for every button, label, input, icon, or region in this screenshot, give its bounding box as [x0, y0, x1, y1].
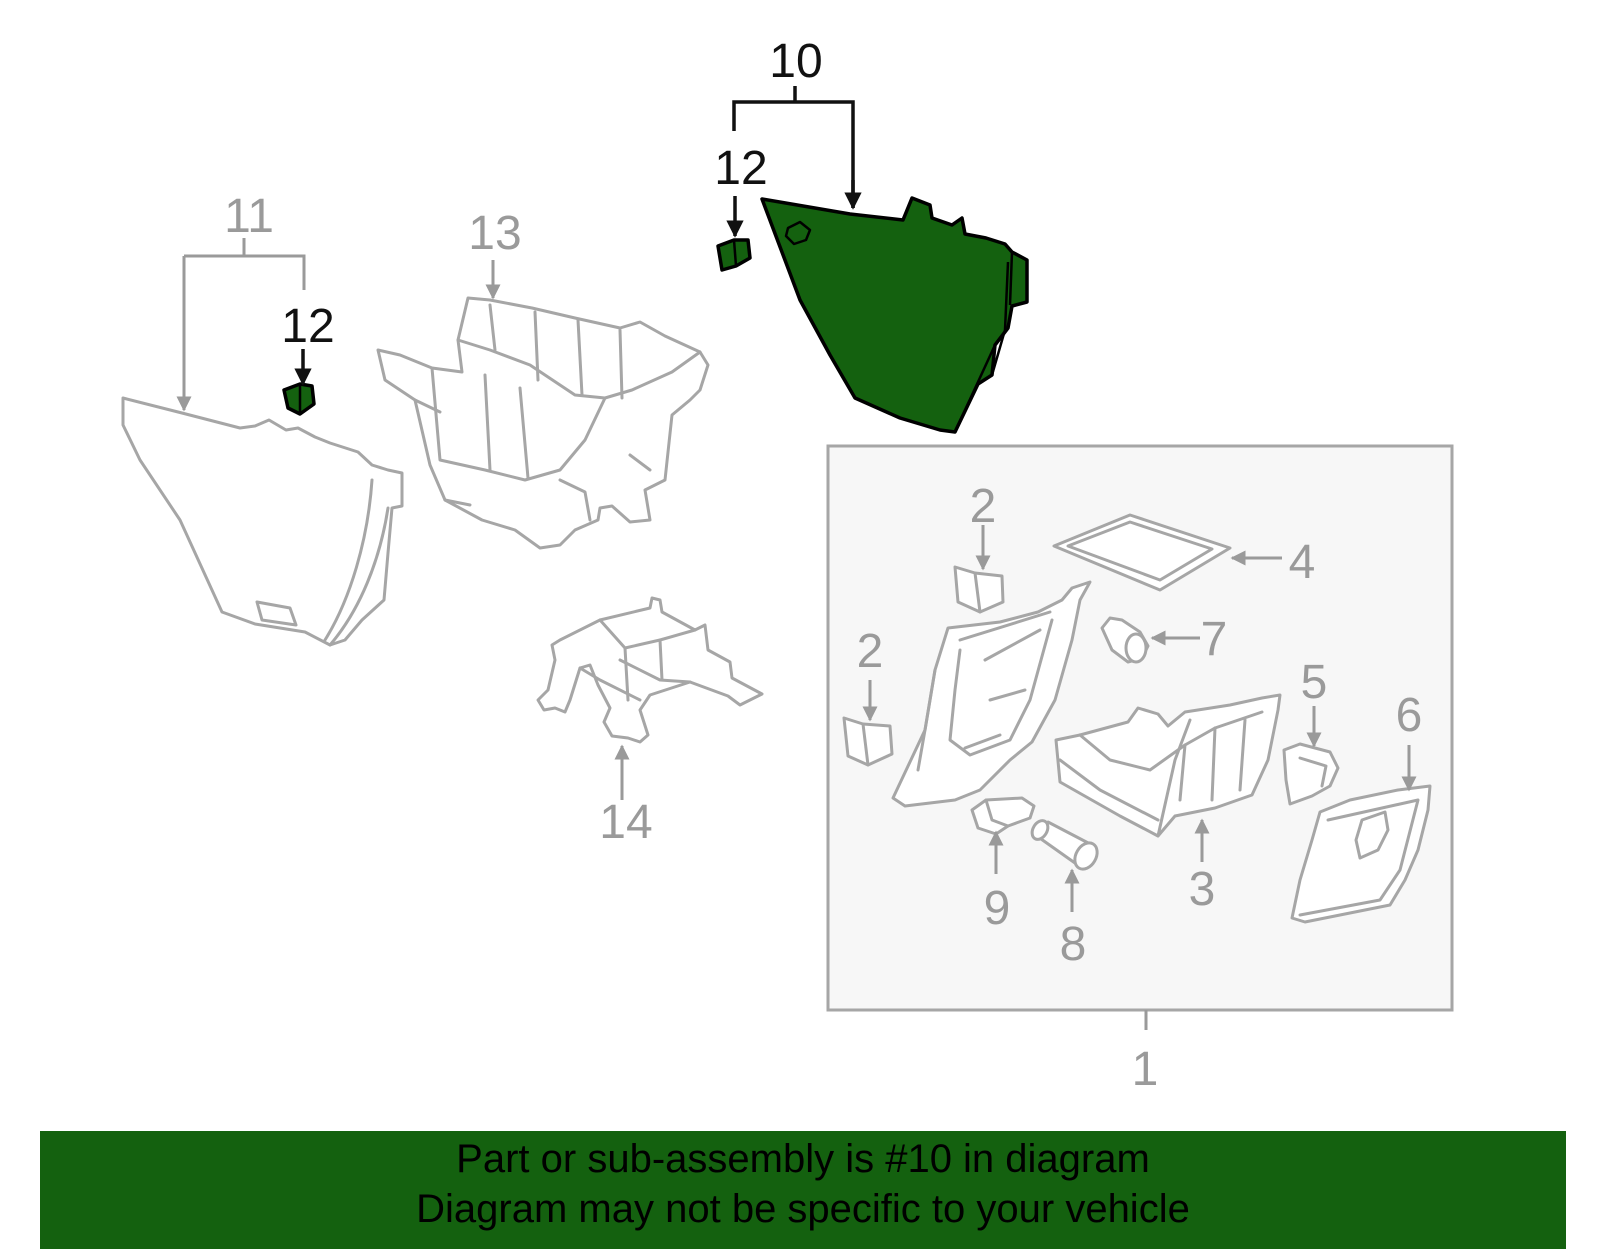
banner-line-2: Diagram may not be specific to your vehi…: [416, 1187, 1190, 1231]
label-3: 3: [1189, 863, 1216, 916]
part-12-clip-left: [282, 382, 316, 416]
label-14: 14: [599, 796, 652, 849]
part-11-side-panel: [121, 396, 404, 647]
part-2-clip-upper: [953, 565, 1005, 614]
label-11: 11: [224, 190, 274, 243]
banner-line-1: Part or sub-assembly is #10 in diagram: [456, 1137, 1150, 1181]
label-12-right: 12: [714, 142, 767, 195]
part-8-cylinder: [1030, 819, 1099, 871]
label-9: 9: [984, 882, 1011, 935]
part-12-clip-right: [716, 238, 752, 272]
label-5: 5: [1301, 656, 1328, 709]
part-13-bracket: [376, 296, 710, 550]
part-14-lower-bracket: [536, 596, 764, 744]
part-10-highlighted-panel: [760, 196, 1029, 434]
part-4-tray: [1052, 513, 1232, 592]
part-3-bin: [1054, 693, 1282, 838]
label-2-upper: 2: [970, 480, 997, 533]
label-12-left: 12: [281, 300, 334, 353]
label-10: 10: [769, 35, 822, 88]
glovebox-frame: [891, 580, 1092, 808]
part-7-knob: [1100, 616, 1150, 664]
part-2-clip-lower: [842, 716, 894, 767]
label-6: 6: [1396, 689, 1423, 742]
part-9-hinge: [970, 796, 1036, 836]
label-8: 8: [1060, 918, 1087, 971]
label-2-lower: 2: [857, 625, 884, 678]
label-1: 1: [1132, 1043, 1159, 1096]
label-7: 7: [1201, 613, 1228, 666]
info-banner: Part or sub-assembly is #10 in diagram D…: [40, 1131, 1566, 1249]
label-13: 13: [468, 207, 521, 260]
label-4: 4: [1289, 536, 1316, 589]
